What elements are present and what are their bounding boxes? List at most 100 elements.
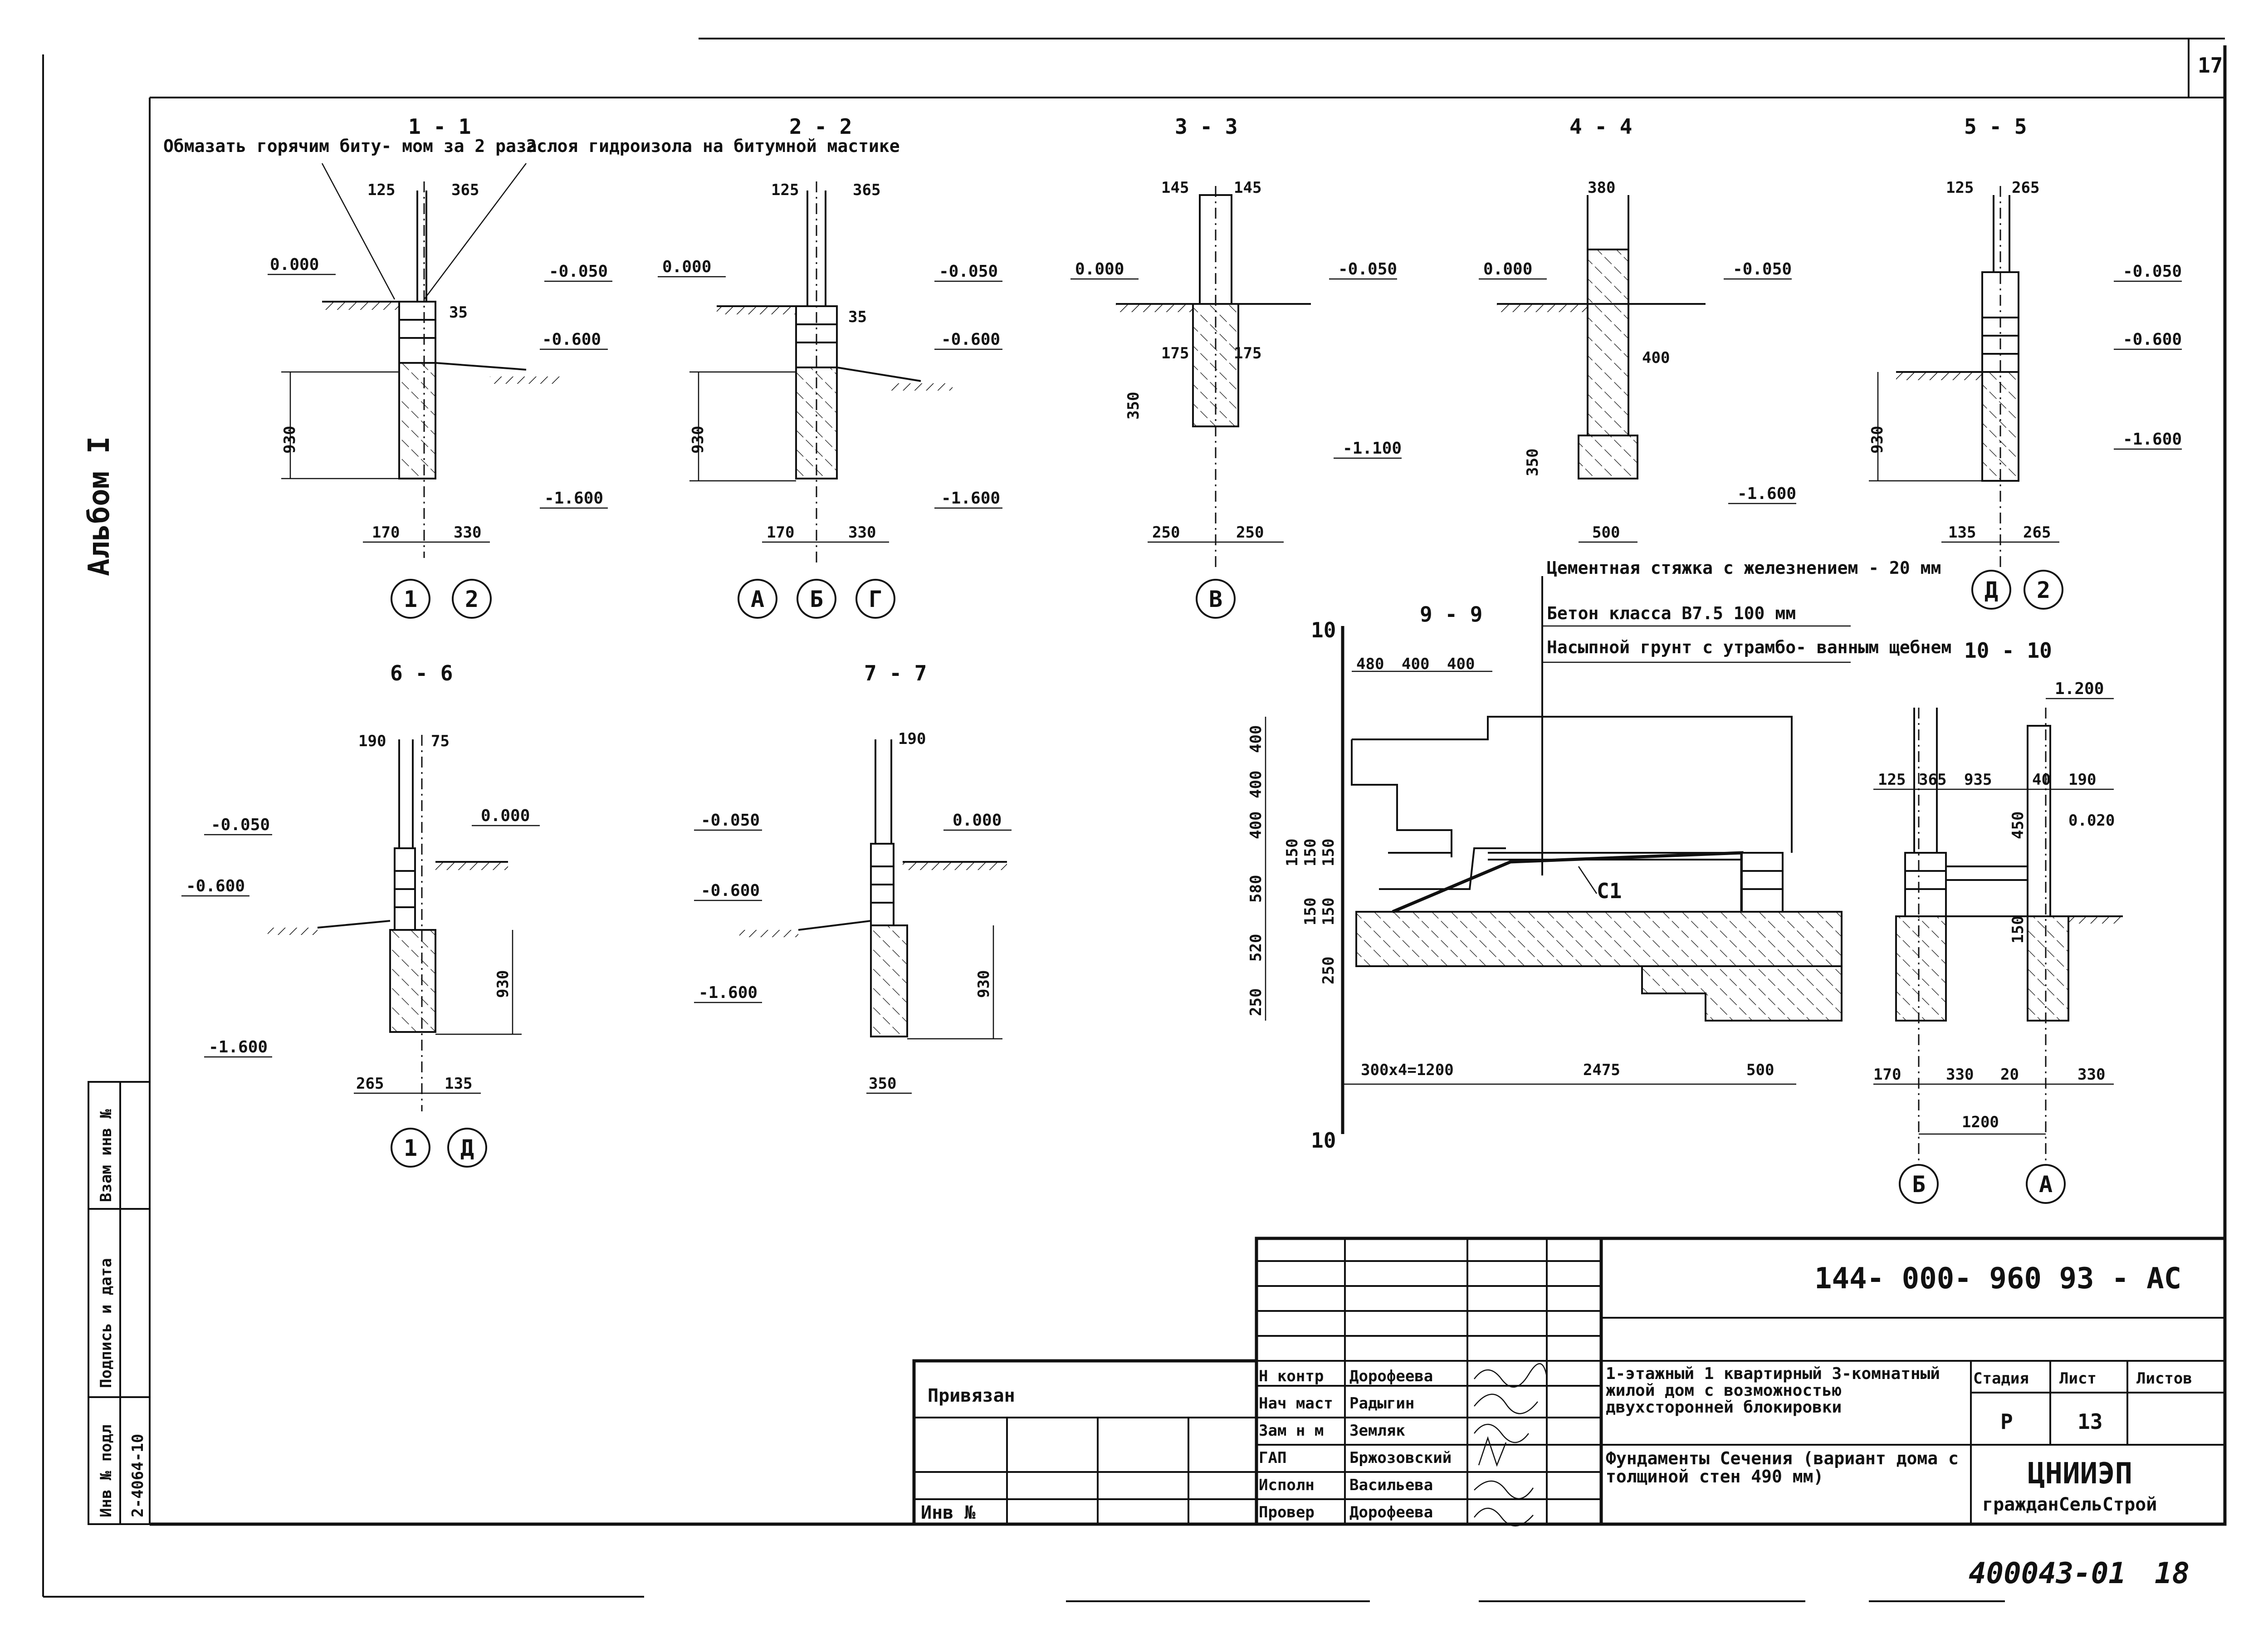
level-1: -0.600 — [2123, 330, 2182, 349]
dim-top-a: 480 — [1356, 655, 1384, 673]
note-concrete: Бетон класса В7.5 100 мм — [1547, 603, 1796, 623]
level-0: -0.050 — [2123, 262, 2182, 281]
side-vzam: Взам инв № — [97, 1109, 115, 1202]
note-waterproof: 2слоя гидроизола на битумной мастике — [526, 136, 900, 156]
section-4-4: 4 - 4 380 400 0.000 -0.050 -1.600 350 50… — [1479, 114, 1796, 543]
section-5-5: 5 - 5 125 265 -0.050 -0.600 -1.600 930 1… — [1868, 114, 2182, 610]
side-num: 2-4064-10 — [129, 1434, 147, 1517]
dim-bot-a: 170 — [767, 523, 794, 542]
dim-top-b: 365 — [451, 181, 479, 199]
dim-v: 150 — [1301, 898, 1320, 925]
role-name: Бржозовский — [1349, 1449, 1452, 1467]
dim-v: 250 — [1247, 988, 1265, 1016]
dim-top-a: 125 — [771, 181, 799, 199]
dim-930: 930 — [689, 426, 707, 454]
section-title: 1 - 1 — [408, 114, 471, 139]
dim-350: 350 — [1524, 449, 1542, 476]
dim-bot-b: 2475 — [1583, 1061, 1620, 1079]
level-2: -1.100 — [1343, 439, 1402, 458]
dim-150: 150 — [2009, 916, 2027, 944]
role-name: Дорофеева — [1349, 1503, 1433, 1521]
dim-bot-a: 250 — [1152, 523, 1180, 542]
sheet-corner-number: 17 — [2198, 53, 2223, 78]
axis-bubble: 1 — [404, 586, 417, 612]
level-3: -1.600 — [699, 983, 758, 1002]
dim-v: 150 — [1320, 898, 1338, 925]
axis-bubble: 2 — [465, 586, 479, 612]
note-soil: Насыпной грунт с утрамбо- ванным щебнем — [1547, 637, 1951, 657]
dim-bot-b: 330 — [848, 523, 876, 542]
dim-top-d: 40 — [2032, 771, 2051, 789]
privyazan-label: Привязан — [928, 1385, 1015, 1406]
section-title: 10 - 10 — [1964, 638, 2052, 663]
dim-top-b: 365 — [1919, 771, 1946, 789]
dim-top-c: 935 — [1964, 771, 1992, 789]
dim-bot-a: 350 — [869, 1075, 896, 1093]
dim-v: 520 — [1247, 934, 1265, 962]
axis-bubble: 1 — [404, 1135, 417, 1161]
dim-bot-a: 265 — [356, 1075, 384, 1093]
dim-v: 580 — [1247, 875, 1265, 903]
axis-bubble: Д — [1984, 577, 1998, 603]
dim-mid-a: 175 — [1161, 344, 1189, 362]
dim-top-a: 125 — [1878, 771, 1906, 789]
side-sign: Подпись и дата — [97, 1258, 115, 1388]
dim-bot-a: 300x4=1200 — [1361, 1061, 1454, 1079]
sheet-header: Лист — [2059, 1369, 2097, 1388]
dim-bot-a: 500 — [1592, 523, 1620, 542]
level-1: -0.050 — [549, 262, 608, 281]
dim-top-b: 145 — [1234, 179, 1261, 197]
level-2: -0.600 — [186, 877, 245, 895]
level-1: 0.000 — [953, 811, 1002, 830]
level-3: -1.600 — [544, 489, 603, 508]
dim-v: 400 — [1247, 771, 1265, 798]
dim-350: 350 — [1124, 392, 1143, 420]
axis-bubble: Б — [1912, 1171, 1926, 1198]
dim-35: 35 — [848, 308, 867, 326]
role-name: Васильева — [1349, 1476, 1433, 1494]
axis-bubble: А — [2039, 1171, 2053, 1198]
sheet-title-box: Фундаменты Сечения (вариант дома с толщи… — [1606, 1449, 1959, 1486]
project-title-box: 1-этажный 1 квартирный 3-комнатный жилой… — [1606, 1365, 1940, 1417]
note-coating-1: Обмазать горячим биту- мом за 2 раза — [163, 136, 537, 156]
level-3: -1.600 — [209, 1038, 268, 1056]
axis-bubble: Д — [460, 1135, 474, 1161]
side-inv: Инв № подл — [97, 1424, 115, 1517]
notes-9-9: Цементная стяжка с железнением - 20 мм Б… — [1542, 558, 1951, 663]
level-0: -0.050 — [701, 811, 760, 830]
level-2: -0.600 — [542, 330, 601, 349]
stage-value: Р — [2000, 1409, 2013, 1434]
level-1: -0.050 — [939, 262, 998, 281]
role-label: ГАП — [1259, 1449, 1286, 1467]
dim-mid-b: 175 — [1234, 344, 1261, 362]
axis-bubble: 2 — [2037, 577, 2050, 603]
role-name: Дорофеева — [1349, 1367, 1433, 1385]
dim-top-c: 400 — [1447, 655, 1475, 673]
level-3: -1.600 — [941, 489, 1000, 508]
level-2: -1.600 — [2123, 430, 2182, 449]
dim-top-b: 265 — [2012, 179, 2039, 197]
org-sub: гражданСельСтрой — [1982, 1494, 2157, 1515]
sheets-header: Листов — [2136, 1369, 2192, 1388]
dim-top-b: 365 — [853, 181, 880, 199]
stage-header: Стадия — [1973, 1369, 2029, 1388]
section-1-1: 1 - 1 Обмазать горячим биту- мом за 2 ра… — [163, 114, 900, 619]
section-6-6: 6 - 6 190 75 -0.050 0.000 -0.600 -1.600 … — [181, 661, 540, 1168]
dim-bot-a: 170 — [372, 523, 400, 542]
dim-top-a: 125 — [1946, 179, 1974, 197]
dim-v: 400 — [1247, 812, 1265, 839]
album-label: Альбом I — [83, 436, 116, 576]
axis-bubble: Б — [810, 586, 823, 612]
dim-bot-b: 330 — [1946, 1066, 1974, 1084]
level-1: -0.050 — [1338, 260, 1397, 279]
dim-bot-b: 135 — [445, 1075, 472, 1093]
dim-450: 450 — [2009, 812, 2027, 839]
dim-bot-d: 330 — [2077, 1066, 2105, 1084]
role-label: Нач маст — [1259, 1394, 1333, 1413]
inv-no-label: Инв № — [921, 1502, 975, 1523]
dim-930: 930 — [494, 970, 512, 998]
dim-bot-b: 265 — [2023, 523, 2051, 542]
level-0: -0.050 — [211, 816, 270, 834]
project-title: 1-этажный 1 квартирный 3-комнатный жилой… — [1606, 1365, 1940, 1417]
dim-top-e: 190 — [2068, 771, 2096, 789]
